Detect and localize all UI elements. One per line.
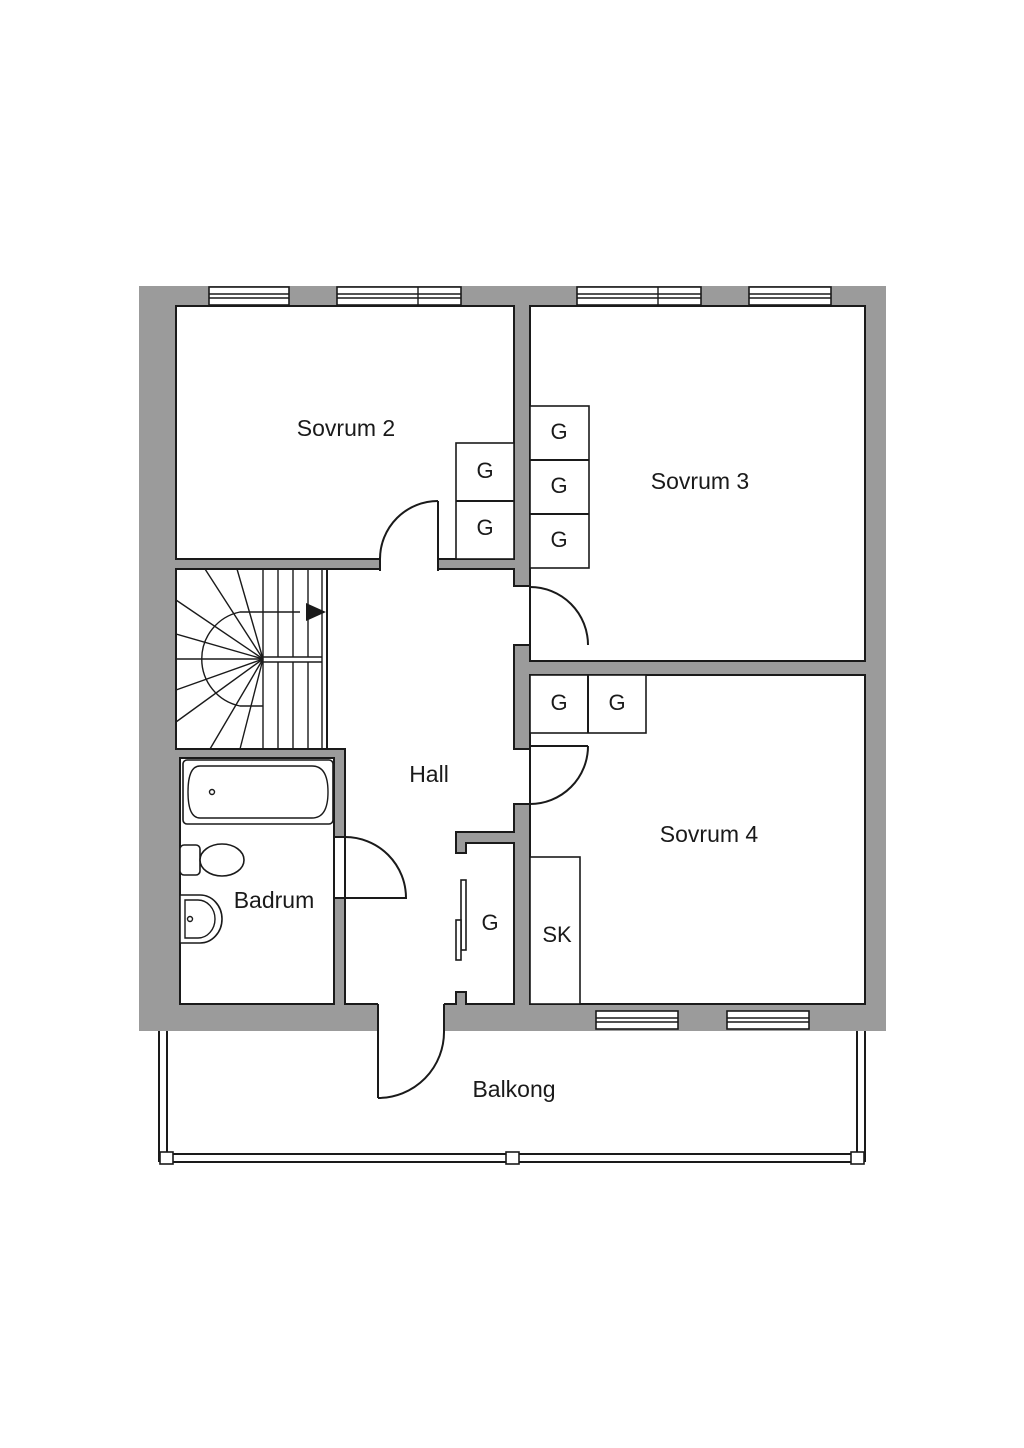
- wardrobe-sovrum-2: G G: [455, 442, 515, 560]
- window-bottom-2: [726, 1010, 810, 1030]
- wardrobe-label: G: [476, 515, 493, 540]
- staircase: [175, 568, 328, 750]
- window-top-2: [336, 286, 462, 306]
- label-sovrum-2: Sovrum 2: [297, 415, 395, 441]
- wardrobe-label: G: [550, 419, 567, 444]
- window-bottom-1: [595, 1010, 679, 1030]
- cabinet-sovrum-4: SK: [529, 856, 581, 1005]
- wardrobe-label: G: [550, 690, 567, 715]
- cabinet-label: SK: [542, 922, 572, 947]
- wardrobe-label: G: [476, 458, 493, 483]
- label-sovrum-3: Sovrum 3: [651, 468, 749, 494]
- window-top-4: [748, 286, 832, 306]
- wardrobe-label: G: [550, 527, 567, 552]
- label-sovrum-4: Sovrum 4: [660, 821, 759, 847]
- wardrobe-label: G: [608, 690, 625, 715]
- bathtub: [182, 759, 334, 825]
- label-hall: Hall: [409, 761, 449, 787]
- wardrobe-label: G: [481, 910, 498, 935]
- toilet: [179, 843, 245, 877]
- door-balkong: [377, 1030, 446, 1099]
- door-badrum: [344, 836, 408, 899]
- window-top-3: [576, 286, 702, 306]
- wardrobe-sovrum-4: G G: [529, 674, 647, 734]
- window-top-1: [208, 286, 290, 306]
- label-balkong: Balkong: [472, 1076, 555, 1102]
- sink: [179, 894, 223, 944]
- wardrobe-hall: G: [455, 879, 499, 961]
- label-badrum: Badrum: [234, 887, 315, 913]
- wardrobe-label: G: [550, 473, 567, 498]
- balcony-railing: [158, 1031, 866, 1165]
- wardrobe-sovrum-3: G G G: [529, 405, 590, 569]
- door-sovrum-3: [529, 586, 589, 646]
- door-sovrum-2: [379, 500, 439, 560]
- door-sovrum-4: [529, 745, 589, 805]
- room-hall: [326, 568, 531, 1005]
- arrow-right-icon: [306, 603, 326, 621]
